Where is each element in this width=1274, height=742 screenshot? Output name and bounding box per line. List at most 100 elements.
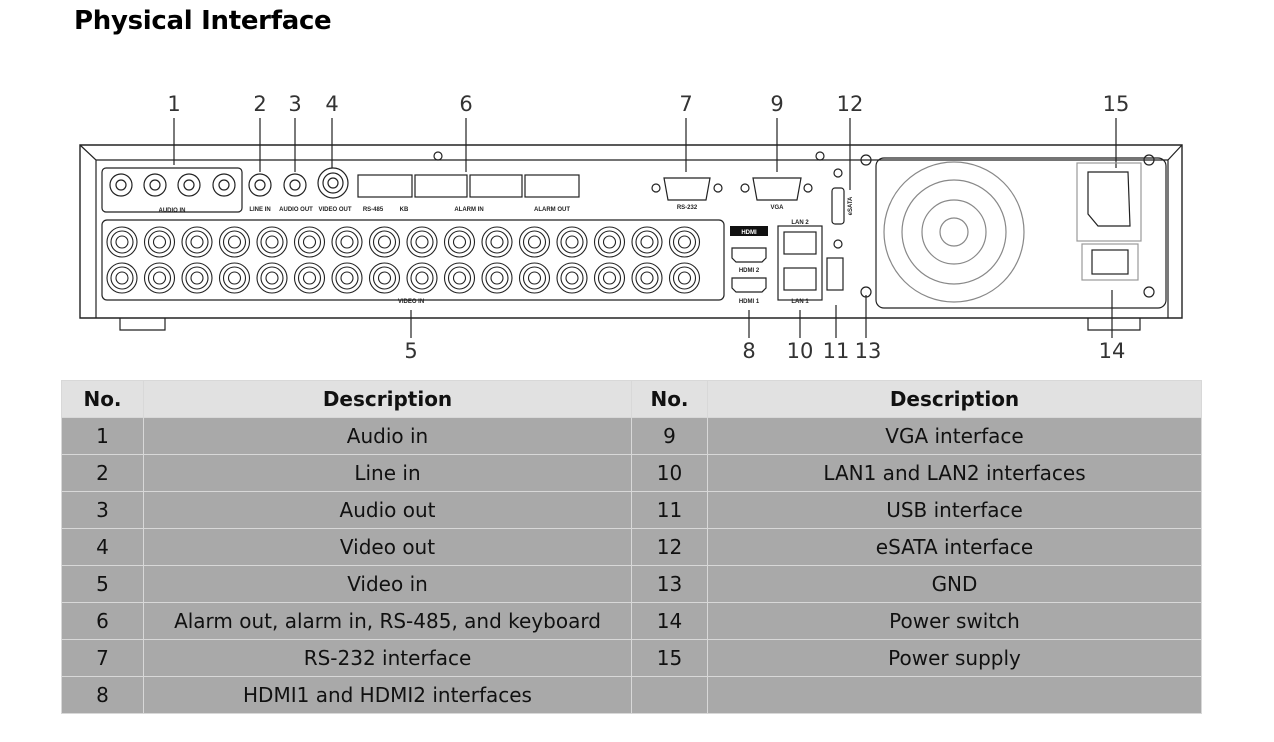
page-title: Physical Interface: [74, 6, 332, 36]
cell-description: Line in: [143, 454, 632, 492]
audio-in-group: [101, 167, 243, 213]
cell-no: 2: [61, 454, 144, 492]
video-in-bnc-connector: [302, 271, 317, 285]
video-in-bnc-connector: [406, 226, 438, 258]
label-kb: KB: [400, 207, 409, 213]
video-in-ports: [106, 226, 701, 294]
cell-no: 14: [631, 602, 708, 640]
foot-left: [119, 318, 166, 331]
video-in-bnc-connector: [518, 262, 551, 294]
label-alarm-out: ALARM OUT: [534, 207, 570, 213]
screw: [815, 151, 825, 161]
video-in-bnc-connector: [640, 235, 654, 249]
video-in-bnc-connector: [527, 235, 542, 249]
video-in-bnc-connector: [677, 271, 692, 285]
video-in-bnc-connector: [452, 235, 467, 249]
video-in-bnc-connector: [560, 266, 584, 290]
label-hdmi2: HDMI 2: [739, 268, 760, 274]
cell-no: [631, 676, 708, 714]
video-in-bnc-connector: [256, 226, 288, 258]
callout-8: 8: [742, 339, 755, 363]
video-in-bnc-connector: [452, 271, 467, 285]
video-in-bnc-connector: [331, 226, 363, 258]
video-in-bnc-connector: [410, 230, 434, 254]
cell-no: 6: [61, 602, 144, 640]
video-in-bnc-connector: [668, 226, 701, 258]
video-in-bnc-connector: [635, 230, 659, 254]
cell-no: 1: [61, 417, 144, 455]
video-in-bnc-connector: [631, 262, 663, 294]
esata-port: [831, 187, 845, 225]
video-in-bnc-connector: [335, 266, 359, 290]
video-in-bnc-connector: [602, 235, 617, 249]
video-in-bnc-connector: [447, 230, 472, 254]
video-in-bnc-connector: [556, 262, 588, 294]
video-in-bnc-connector: [640, 271, 654, 285]
video-in-bnc-connector: [372, 266, 397, 290]
video-in-bnc-connector: [115, 271, 129, 285]
video-in-bnc-connector: [672, 230, 697, 254]
video-in-bnc-connector: [372, 230, 397, 254]
video-in-bnc-connector: [340, 271, 354, 285]
video-in-bnc-connector: [410, 266, 434, 290]
cell-no: 11: [631, 491, 708, 529]
video-in-bnc-connector: [152, 271, 167, 285]
video-in-bnc-connector: [672, 266, 697, 290]
label-video-in: VIDEO IN: [398, 299, 424, 305]
label-vga: VGA: [770, 205, 784, 211]
gnd-terminal: [860, 286, 872, 298]
video-in-bnc-connector: [143, 226, 176, 258]
video-in-bnc-connector: [190, 271, 204, 285]
video-in-bnc-connector: [631, 226, 663, 258]
video-in-bnc-connector: [260, 266, 284, 290]
video-in-bnc-connector: [218, 226, 251, 258]
label-lan2: LAN 2: [791, 220, 809, 226]
lan1-port: [783, 267, 817, 291]
header-no-left: No.: [61, 380, 144, 418]
label-esata: eSATA: [848, 196, 854, 215]
video-in-bnc-connector: [597, 230, 622, 254]
label-audio-in: AUDIO IN: [159, 208, 186, 214]
video-in-bnc-connector: [185, 266, 209, 290]
header-description-left: Description: [143, 380, 632, 418]
chassis-left-bevel: [79, 144, 97, 318]
video-in-bnc-connector: [222, 230, 247, 254]
cell-description: [707, 676, 1202, 714]
power-switch: [1091, 249, 1129, 275]
video-in-bnc-connector: [565, 271, 579, 285]
cell-no: 7: [61, 639, 144, 677]
video-in-bnc-connector: [522, 230, 547, 254]
label-audio-out: AUDIO OUT: [279, 207, 313, 213]
foot-right: [1087, 318, 1141, 331]
video-in-bnc-connector: [106, 226, 138, 258]
video-in-bnc-connector: [181, 262, 213, 294]
callout-3: 3: [288, 92, 301, 116]
audio-in-ports: [109, 173, 236, 197]
line-in-port: [248, 173, 272, 197]
cell-no: 12: [631, 528, 708, 566]
video-in-bnc-connector: [181, 226, 213, 258]
video-in-bnc-connector: [485, 266, 509, 290]
cell-description: Power supply: [707, 639, 1202, 677]
video-in-bnc-connector: [147, 230, 172, 254]
lan-ports: [777, 225, 823, 301]
video-out-port: [317, 167, 349, 199]
video-in-bnc-connector: [115, 235, 129, 249]
callout-5: 5: [404, 339, 417, 363]
video-in-bnc-connector: [522, 266, 547, 290]
cell-no: 9: [631, 417, 708, 455]
label-line-in: LINE IN: [249, 207, 270, 213]
video-in-bnc-connector: [110, 230, 134, 254]
video-in-bnc-connector: [377, 235, 392, 249]
label-hdmi-logo: HDMI: [741, 230, 757, 236]
video-in-bnc-connector: [185, 230, 209, 254]
cell-description: HDMI1 and HDMI2 interfaces: [143, 676, 632, 714]
callout-15: 15: [1103, 92, 1130, 116]
cell-no: 10: [631, 454, 708, 492]
video-in-bnc-connector: [256, 262, 288, 294]
video-in-bnc-connector: [190, 235, 204, 249]
